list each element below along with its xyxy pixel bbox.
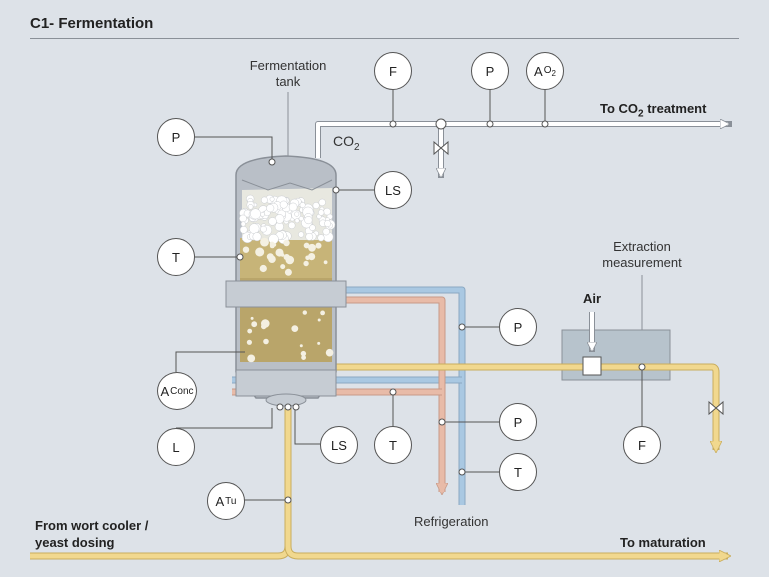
air-sensor xyxy=(582,356,602,376)
label-extraction-measurement: Extraction measurement xyxy=(602,239,682,270)
instrument-ls-top[interactable]: LS xyxy=(374,171,412,209)
instrument-p-top[interactable]: P xyxy=(471,52,509,90)
label-co2: CO2 xyxy=(333,133,360,153)
instrument-t-tank[interactable]: T xyxy=(157,238,195,276)
label-to-co2-treatment: To CO2 treatment xyxy=(600,101,707,120)
instrument-p-refrig-lower[interactable]: P xyxy=(499,403,537,441)
label-fermentation-tank: Fermentation tank xyxy=(249,58,327,89)
extraction-valve[interactable] xyxy=(708,400,724,416)
instrument-ls-bottom[interactable]: LS xyxy=(320,426,358,464)
title-divider xyxy=(30,38,739,39)
foam-bubbles xyxy=(239,194,336,245)
instrument-l-bottom[interactable]: L xyxy=(157,428,195,466)
instrument-f-top[interactable]: F xyxy=(374,52,412,90)
instrument-f-extraction[interactable]: F xyxy=(623,426,661,464)
instrument-p-refrig-upper[interactable]: P xyxy=(499,308,537,346)
cooling-jacket-upper xyxy=(225,280,347,308)
label-refrigeration: Refrigeration xyxy=(414,514,489,529)
extraction-pipe xyxy=(336,312,724,450)
instrument-p-tank[interactable]: P xyxy=(157,118,195,156)
extraction-measurement-box xyxy=(561,329,671,381)
instrument-taps xyxy=(236,120,646,504)
instrument-lines xyxy=(175,90,643,501)
instrument-t-cooling[interactable]: T xyxy=(374,426,412,464)
page-title: C1- Fermentation xyxy=(30,15,154,32)
label-air: Air xyxy=(583,291,602,306)
label-from-wort-cooler: From wort cooler / yeast dosing xyxy=(35,518,149,550)
product-pipe xyxy=(30,408,728,556)
co2-valve[interactable] xyxy=(433,140,449,156)
co2-pipe xyxy=(315,118,732,178)
fermentation-tank xyxy=(225,155,347,411)
label-to-maturation: To maturation xyxy=(620,535,706,550)
instrument-t-refrig[interactable]: T xyxy=(499,453,537,491)
beer-bubbles xyxy=(242,237,334,363)
